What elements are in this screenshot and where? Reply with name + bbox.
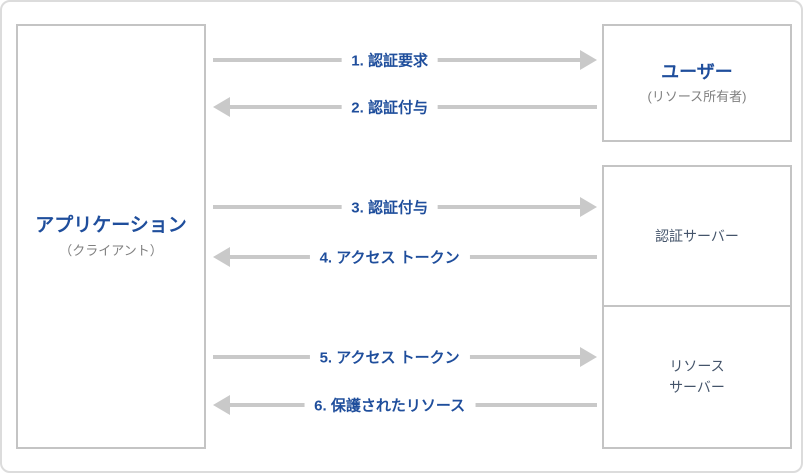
arrow-1-label: 1. 認証要求 — [341, 49, 438, 71]
user-box: ユーザー (リソース所有者) — [602, 24, 792, 142]
client-box-title: アプリケーション — [35, 214, 187, 236]
resource-server-box: リソース サーバー — [602, 305, 792, 449]
arrow-6-protected-resource: 6. 保護されたリソース — [213, 394, 597, 416]
arrow-left-icon — [213, 247, 230, 267]
arrow-2-label: 2. 認証付与 — [341, 96, 438, 118]
arrow-6-label: 6. 保護されたリソース — [304, 394, 476, 416]
arrow-5-label: 5. アクセス トークン — [309, 346, 470, 368]
arrow-3-auth-grant: 3. 認証付与 — [213, 196, 597, 218]
arrow-4-label: 4. アクセス トークン — [309, 246, 470, 268]
arrow-2-auth-grant: 2. 認証付与 — [213, 96, 597, 118]
resource-server-label-line2: サーバー — [669, 379, 725, 395]
user-box-title: ユーザー — [661, 61, 733, 82]
resource-server-label-line1: リソース — [669, 358, 725, 374]
arrow-3-label: 3. 認証付与 — [341, 196, 438, 218]
auth-server-box: 認証サーバー — [602, 165, 792, 307]
auth-server-label: 認証サーバー — [655, 227, 739, 244]
arrow-5-access-token: 5. アクセス トークン — [213, 346, 597, 368]
arrow-1-auth-request: 1. 認証要求 — [213, 49, 597, 71]
arrow-right-icon — [580, 197, 597, 217]
arrow-4-access-token: 4. アクセス トークン — [213, 246, 597, 268]
arrow-left-icon — [213, 97, 230, 117]
client-box: アプリケーション （クライアント） — [16, 24, 206, 449]
user-box-subtitle: (リソース所有者) — [647, 89, 747, 105]
arrow-left-icon — [213, 395, 230, 415]
arrow-right-icon — [580, 347, 597, 367]
arrow-right-icon — [580, 50, 597, 70]
client-box-subtitle: （クライアント） — [59, 243, 163, 259]
